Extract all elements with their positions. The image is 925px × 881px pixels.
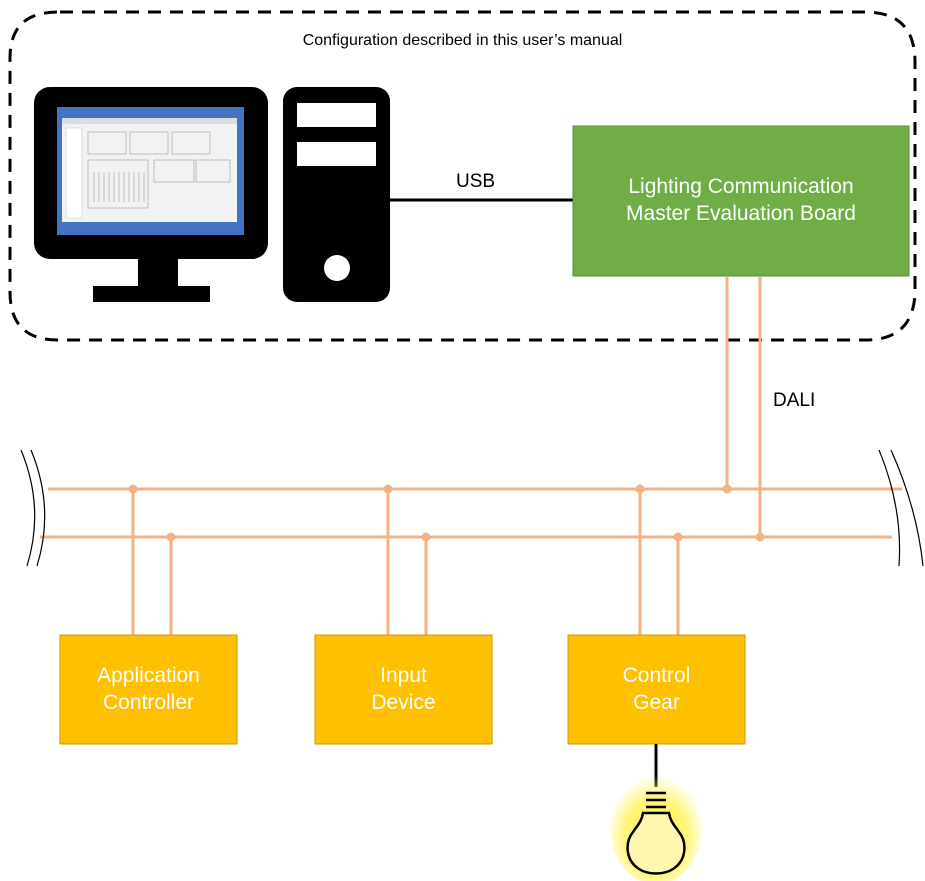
master-evaluation-board [572, 125, 910, 277]
dali-label: DALI [773, 390, 816, 411]
master-board-label: Lighting Communication Master Evaluation… [573, 126, 909, 276]
input-device-box [314, 634, 493, 745]
master-board-line1: Lighting Communication [628, 175, 854, 199]
dali-bus [40, 276, 902, 635]
control-gear-label: Control Gear [568, 635, 745, 744]
application-controller-line2: Controller [102, 690, 195, 714]
application-controller-box [59, 634, 238, 745]
usb-label: USB [456, 171, 496, 192]
manual-scope-boundary [8, 10, 917, 342]
application-controller-line1: Application [97, 663, 200, 687]
monitor-icon [34, 87, 268, 302]
application-controller-label: Application Controller [60, 635, 237, 744]
light-bulb-icon [610, 772, 702, 881]
input-device-line2: Device [371, 690, 436, 714]
bus-break-right [878, 449, 924, 567]
computer-tower-icon [283, 87, 390, 302]
control-gear-box [567, 634, 746, 745]
control-gear-line1: Control [622, 663, 691, 687]
bus-junctions [128, 484, 765, 542]
scope-caption: Configuration described in this user’s m… [302, 32, 623, 49]
input-device-label: Input Device [315, 635, 492, 744]
bus-break-left [20, 449, 46, 567]
control-gear-line2: Gear [633, 690, 680, 714]
master-board-line2: Master Evaluation Board [626, 202, 856, 225]
input-device-line1: Input [380, 663, 427, 687]
